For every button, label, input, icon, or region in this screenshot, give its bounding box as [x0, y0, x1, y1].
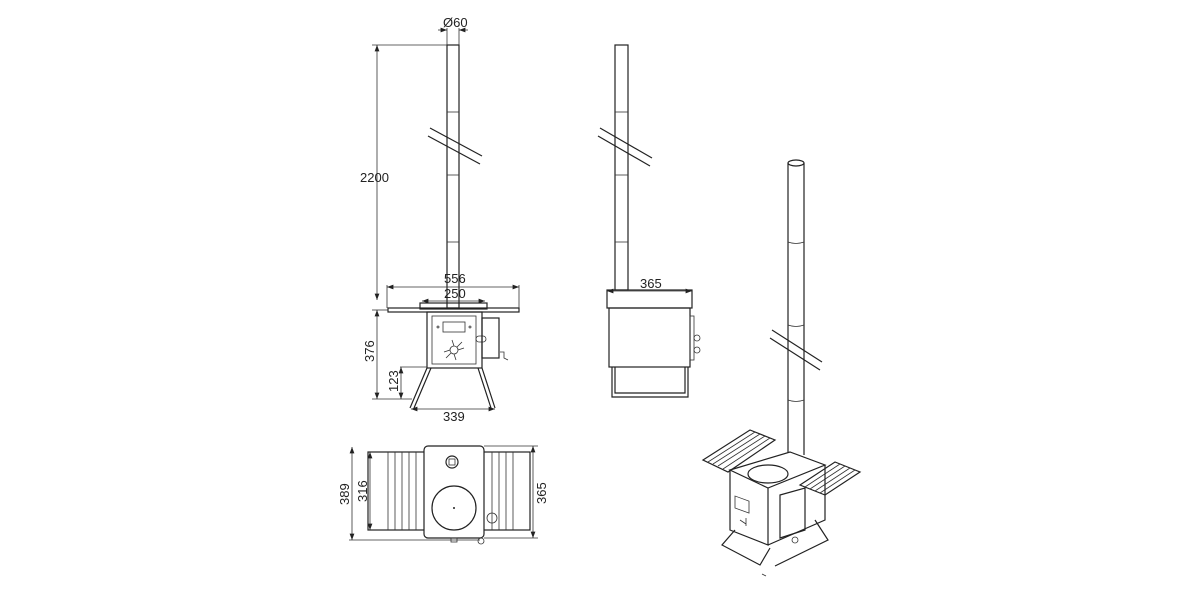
stove-body — [387, 302, 520, 409]
side-depth-label: 365 — [640, 276, 662, 291]
body-height-label: 376 — [362, 340, 377, 362]
top-width-label: 250 — [444, 286, 466, 301]
right-shelf-slats — [491, 452, 514, 530]
body-depth-label: 365 — [534, 482, 549, 504]
leg-span-label: 339 — [443, 409, 465, 424]
iso-right-shelf — [798, 461, 862, 496]
shelf-width-label: 556 — [444, 271, 466, 286]
side-stove-body — [606, 289, 701, 398]
shelf-depth-label: 316 — [355, 480, 370, 502]
top-view: 389 316 365 — [337, 445, 549, 545]
iso-left-shelf — [701, 429, 777, 473]
leg-height-label: 123 — [386, 370, 401, 392]
chimney-pipe — [427, 44, 483, 309]
front-view: Ø60 2200 556 250 376 123 339 — [360, 15, 520, 424]
overall-depth-label: 389 — [337, 483, 352, 505]
side-view: 365 — [597, 44, 701, 398]
total-height-label: 2200 — [360, 170, 389, 185]
left-shelf-slats — [387, 452, 417, 530]
isometric-view — [701, 159, 862, 577]
side-chimney-pipe — [597, 44, 653, 291]
front-dimensions: Ø60 2200 556 250 376 123 339 — [360, 15, 520, 424]
pipe-diameter-label: Ø60 — [443, 15, 468, 30]
